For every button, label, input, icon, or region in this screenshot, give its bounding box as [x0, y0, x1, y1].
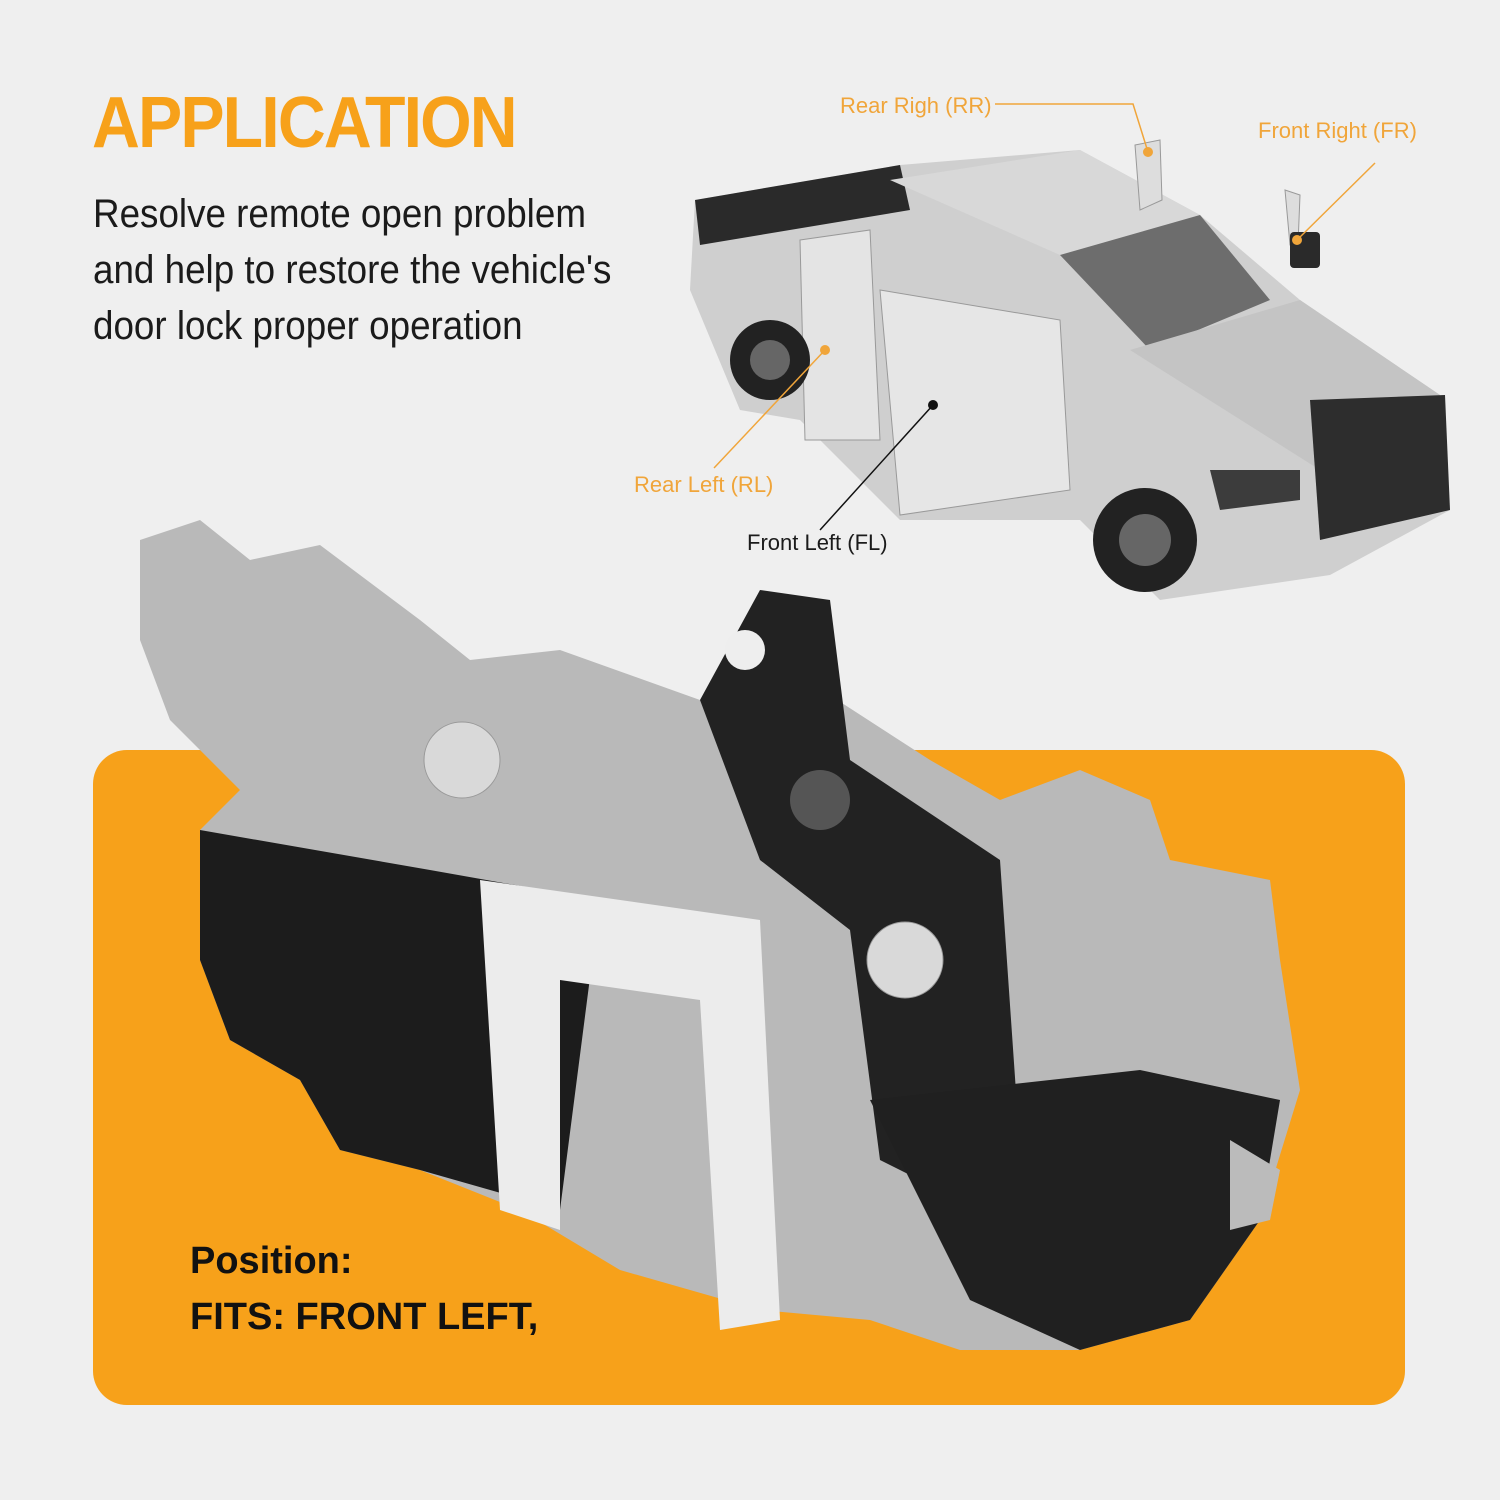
callout-rear-left: Rear Left (RL) [634, 472, 774, 497]
page-title: APPLICATION [92, 83, 518, 163]
pickup-truck-image [690, 139, 1450, 600]
callout-rear-right: Rear Righ (RR) [840, 93, 992, 118]
callout-front-right: Front Right (FR) [1258, 118, 1417, 143]
callout-lines [713, 103, 1376, 531]
position-label: Position: [190, 1240, 353, 1282]
door-lock-latch-image [140, 520, 1300, 1350]
callout-front-left: Front Left (FL) [747, 530, 888, 555]
description-text: Resolve remote open problem and help to … [93, 192, 612, 348]
fits-label: FITS: FRONT LEFT, [190, 1296, 539, 1338]
